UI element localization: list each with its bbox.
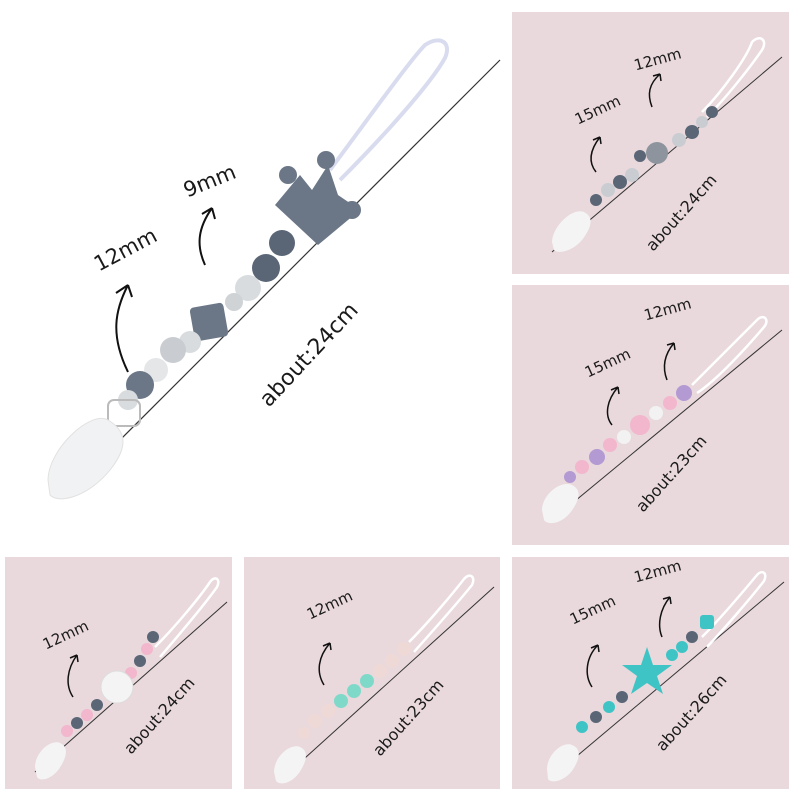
pacifier-clip-mint-illustration: [274, 574, 495, 784]
pacifier-clip-star-illustration: [547, 570, 785, 782]
pacifier-clip-crown-illustration: [47, 38, 501, 500]
pacifier-clip-flower-illustration: [34, 577, 228, 780]
pacifier-clip-koala-illustration: [551, 37, 783, 253]
variant-photo-purple: 15mm 12mm about:23cm: [512, 285, 789, 545]
variant-photo-koala: 15mm 12mm about:24cm: [512, 12, 789, 274]
variant-photo-mint: 12mm about:23cm: [244, 557, 500, 789]
pacifier-clip-purple-illustration: [542, 315, 783, 524]
variant-photo-star: 15mm 12mm about:26cm: [512, 557, 789, 789]
variant-photo-flower: 12mm about:24cm: [5, 557, 232, 789]
main-product-photo: 12mm 9mm about:24cm: [0, 0, 505, 545]
